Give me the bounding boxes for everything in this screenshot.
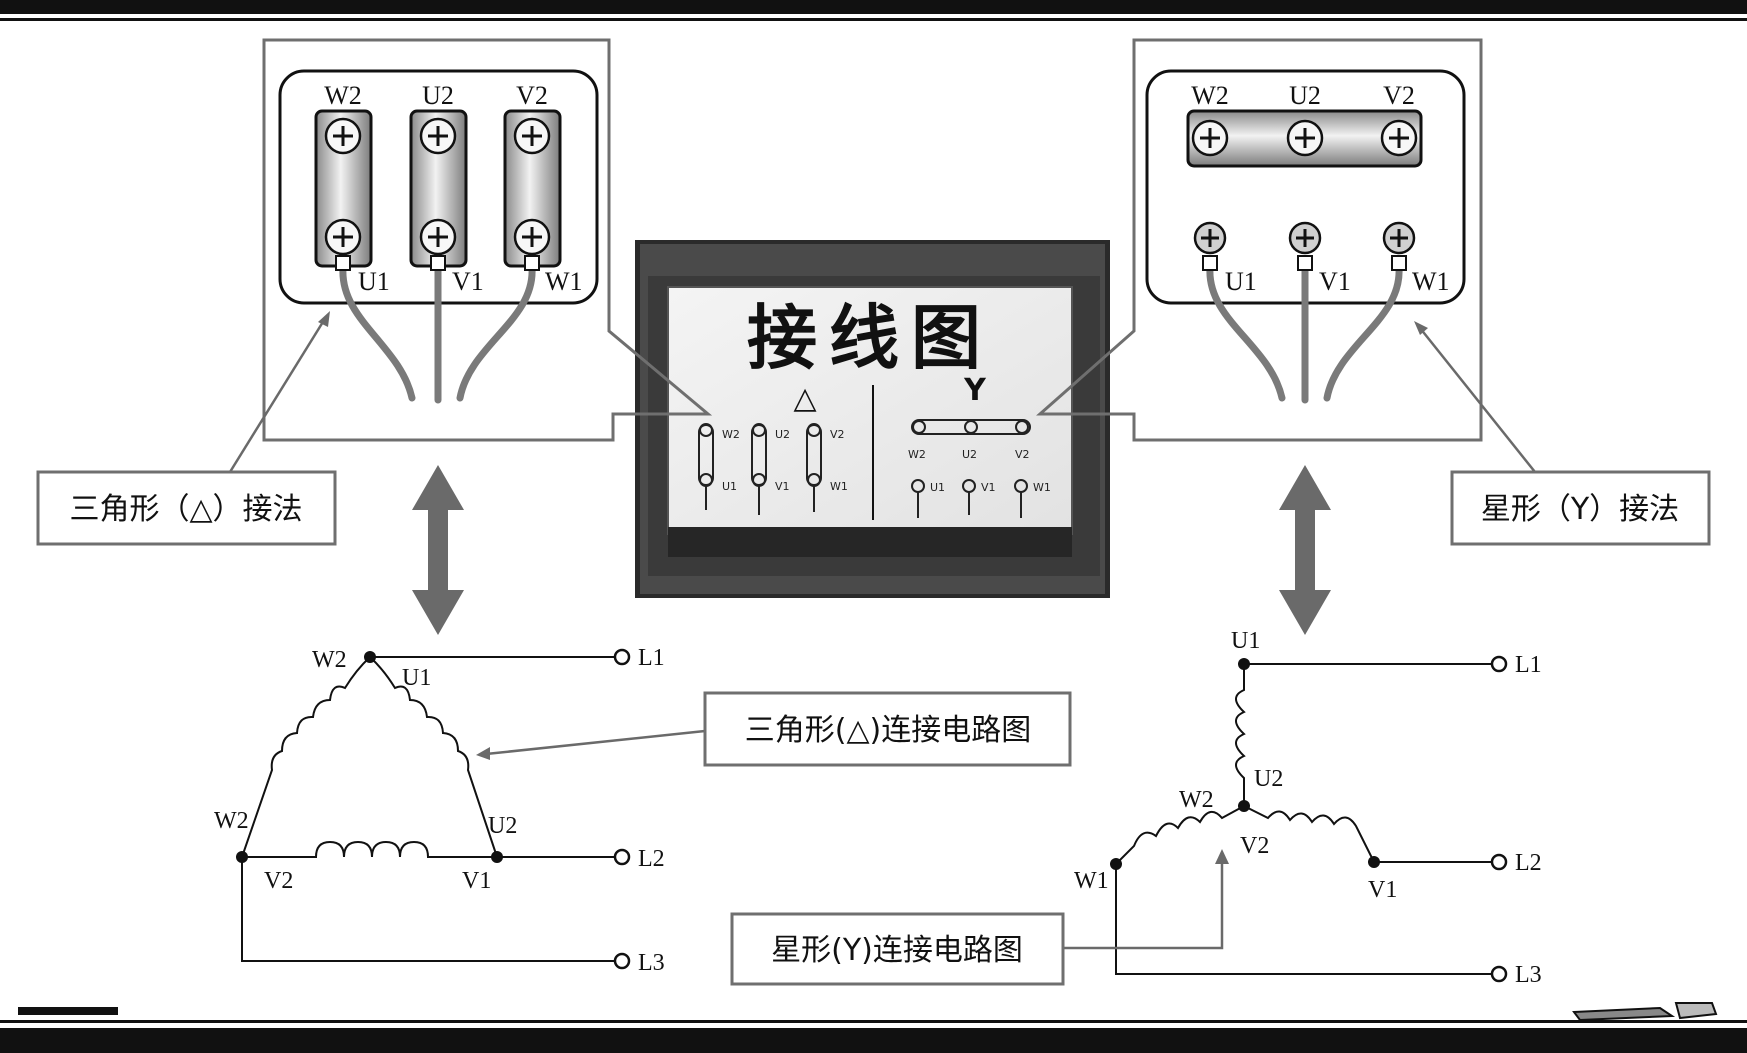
delta-bottom-label-1: V1	[452, 267, 484, 296]
delta-node-top-right: U1	[402, 665, 431, 691]
nameplate-star-top-2: V2	[1015, 448, 1030, 461]
nameplate-delta-top-1: U2	[775, 428, 790, 441]
star-line-l2: L2	[1515, 850, 1542, 876]
nameplate-star-bot-0: U1	[930, 481, 945, 494]
star-node-right: V1	[1368, 877, 1397, 903]
bottom-border	[0, 1002, 1747, 1053]
nameplate-delta-bot-1: V1	[775, 480, 790, 493]
delta-bottom-label-2: W1	[545, 267, 583, 296]
delta-connection-label: 三角形（△）接法	[69, 492, 302, 527]
star-bottom-label-1: V1	[1319, 267, 1351, 296]
star-terminal-box: W2 U2 V2 U1 V1 W1	[1145, 69, 1466, 404]
delta-line-l1: L1	[638, 645, 665, 671]
delta-circuit	[241, 656, 615, 962]
star-circuit-nodes	[1110, 658, 1380, 870]
delta-line-l3: L3	[638, 950, 665, 976]
nameplate-title: 接线图	[747, 297, 993, 379]
star-node-center-right: V2	[1240, 833, 1269, 859]
delta-circuit-nodes	[236, 651, 503, 863]
delta-zoom-frame	[262, 38, 713, 442]
nameplate-delta-symbol: △	[793, 381, 816, 416]
delta-node-top-left: W2	[312, 647, 347, 673]
delta-top-label-2: V2	[516, 81, 548, 110]
star-circuit	[1115, 663, 1492, 975]
star-connection-caption: 星形（Y）接法	[1414, 321, 1711, 546]
delta-circuit-label: 三角形(△)连接电路图	[745, 713, 1031, 748]
star-circuit-caption: 星形(Y)连接电路图	[730, 849, 1229, 986]
star-connection-label: 星形（Y）接法	[1481, 492, 1679, 527]
star-zoom-frame	[1036, 38, 1483, 442]
star-bottom-label-0: U1	[1225, 267, 1257, 296]
delta-terminal-box: W2 U2 V2 U1 V1 W1	[278, 69, 599, 404]
delta-node-right-mid: U2	[488, 813, 517, 839]
nameplate-star-links	[911, 419, 1031, 518]
nameplate-star-top-0: W2	[908, 448, 926, 461]
star-bottom-label-2: W1	[1412, 267, 1450, 296]
star-top-label-0: W2	[1191, 81, 1229, 110]
delta-terminals	[613, 648, 631, 970]
delta-node-left-mid: W2	[214, 808, 249, 834]
nameplate-star-bot-1: V1	[981, 481, 996, 494]
delta-top-label-1: U2	[422, 81, 454, 110]
delta-line-l2: L2	[638, 846, 665, 872]
star-line-l3: L3	[1515, 962, 1542, 988]
star-node-left: W1	[1074, 868, 1109, 894]
nameplate-star-symbol: Y	[963, 373, 987, 408]
nameplate-delta-bot-0: U1	[722, 480, 737, 493]
star-node-upper-mid: U2	[1254, 766, 1283, 792]
nameplate-photo: 接线图 △ Y W2 U2 V2 U1 V1 W1	[635, 240, 1110, 598]
nameplate-delta-top-0: W2	[722, 428, 740, 441]
delta-node-bottom-right: V1	[462, 868, 491, 894]
star-node-center-left: W2	[1179, 787, 1214, 813]
delta-circuit-caption: 三角形(△)连接电路图	[476, 691, 1072, 767]
delta-connection-caption: 三角形（△）接法	[36, 311, 337, 546]
star-terminals	[1490, 655, 1508, 983]
star-lead-wires	[1206, 264, 1403, 404]
nameplate-delta-bot-2: W1	[830, 480, 848, 493]
nameplate-delta-links	[698, 423, 822, 515]
delta-node-bottom-left: V2	[264, 868, 293, 894]
star-top-label-1: U2	[1289, 81, 1321, 110]
nameplate-delta-top-2: V2	[830, 428, 845, 441]
star-circuit-label: 星形(Y)连接电路图	[771, 933, 1023, 968]
delta-bottom-label-0: U1	[358, 267, 390, 296]
star-double-arrow	[1279, 465, 1331, 635]
nameplate-star-top-1: U2	[962, 448, 977, 461]
star-line-l1: L1	[1515, 652, 1542, 678]
delta-double-arrow	[412, 465, 464, 635]
star-node-top: U1	[1231, 628, 1260, 654]
nameplate-star-bot-2: W1	[1033, 481, 1051, 494]
star-top-label-2: V2	[1383, 81, 1415, 110]
delta-lead-wires	[339, 264, 536, 404]
delta-top-label-0: W2	[324, 81, 362, 110]
top-border	[0, 0, 1747, 21]
